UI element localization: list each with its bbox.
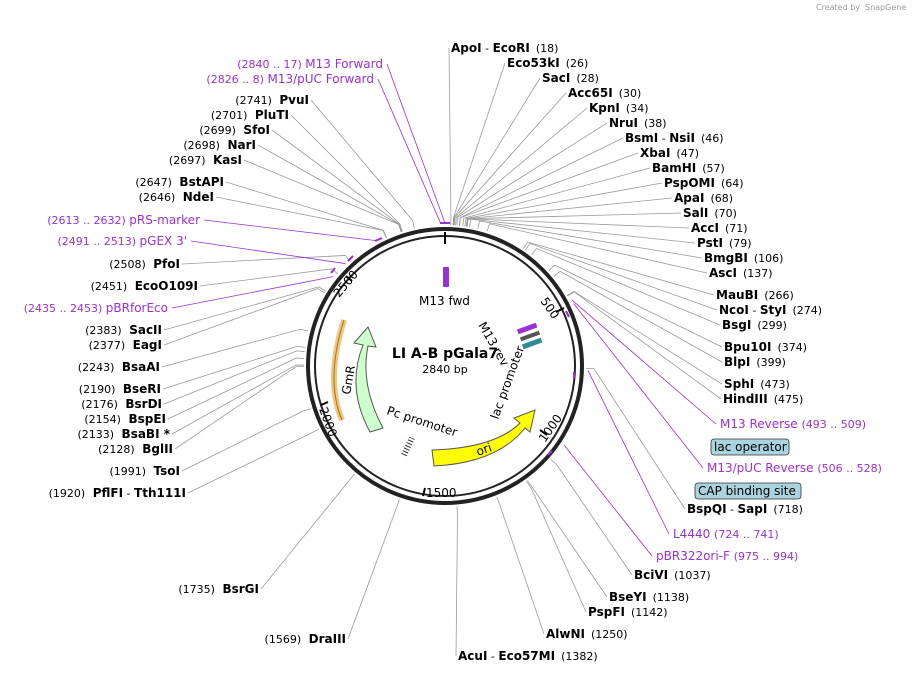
svg-text:lac operator: lac operator [714, 440, 787, 454]
enzyme-label-left[interactable]: (2697) KasI [169, 153, 242, 167]
cap-binding-site-box[interactable]: CAP binding site [694, 482, 802, 500]
enzyme-label-left[interactable]: (2176) BsrDI [81, 397, 162, 411]
enzyme-label-right[interactable]: Acc65I(30) [568, 86, 641, 100]
m13-fwd-feature[interactable] [443, 267, 449, 287]
primer-label[interactable]: M13/pUC Reverse (506 .. 528) [707, 461, 882, 475]
enzyme-label-left[interactable]: (2508) PfoI [109, 257, 180, 271]
enzyme-label-right[interactable]: AscI(137) [709, 266, 773, 280]
enzyme-leader-lines [161, 47, 723, 657]
enzyme-label-right[interactable]: PspFI(1142) [588, 605, 668, 619]
ori-label: ori [474, 440, 493, 458]
scale-ticks [320, 275, 565, 497]
enzyme-label-left[interactable]: (2377) EagI [89, 338, 162, 352]
m13-fwd-label: M13 fwd [419, 294, 470, 308]
enzyme-label-left[interactable]: (2383) SacII [85, 323, 162, 337]
enzyme-label-right[interactable]: NruI(38) [609, 116, 667, 130]
credit-text: Created by [816, 3, 860, 12]
plasmid-length: 2840 bp [422, 363, 467, 376]
enzyme-label-right[interactable]: AccI(71) [691, 221, 748, 235]
enzyme-label-right[interactable]: PstI(79) [697, 236, 752, 250]
lac-operator-box[interactable]: lac operator [710, 438, 790, 456]
enzyme-label-right[interactable]: XbaI(47) [640, 146, 699, 160]
enzyme-label-left[interactable]: (2647) BstAPI [135, 175, 224, 189]
enzyme-labels: ApoI - EcoRI(18)Eco53kI(26)SacI(28)Acc65… [24, 41, 882, 663]
enzyme-label-right[interactable]: ApoI - EcoRI(18) [451, 41, 558, 55]
gmr-label: GmR [339, 364, 358, 395]
enzyme-label-left[interactable]: (2190) BseRI [79, 382, 161, 396]
ori-feature[interactable] [431, 409, 536, 467]
tick-label-500: 500 [538, 295, 563, 322]
enzyme-label-right[interactable]: ApaI(68) [674, 191, 733, 205]
primer-label[interactable]: L4440 (724 .. 741) [673, 527, 779, 541]
pc-promoter-label: Pc promoter [385, 404, 459, 440]
enzyme-label-left[interactable]: (2701) PluTI [211, 108, 289, 122]
primer-label[interactable]: (2491 .. 2513) pGEX 3' [57, 234, 187, 248]
enzyme-label-left[interactable]: (2243) BsaAI [78, 360, 160, 374]
enzyme-label-right[interactable]: PspOMI(64) [664, 176, 744, 190]
enzyme-label-left[interactable]: (2128) BglII [98, 442, 173, 456]
primer-label[interactable]: (2435 .. 2453) pBRforEco [24, 301, 168, 315]
enzyme-label-right[interactable]: BsmI - NsiI(46) [625, 131, 724, 145]
enzyme-label-right[interactable]: SacI(28) [542, 71, 599, 85]
enzyme-label-left[interactable]: (2741) PvuI [235, 93, 309, 107]
primer-marks [330, 222, 575, 456]
enzyme-label-right[interactable]: BseYI(1138) [609, 590, 689, 604]
enzyme-label-right[interactable]: BamHI(57) [652, 161, 725, 175]
enzyme-label-left[interactable]: (1920) PflFI - Tth111I [49, 486, 186, 500]
plasmid-title: LI A-B pGala7 [392, 346, 498, 362]
tick-label-1500: 1500 [426, 486, 457, 500]
enzyme-label-left[interactable]: (1991) TsoI [109, 464, 180, 478]
enzyme-label-right[interactable]: BsgI(299) [722, 318, 787, 332]
enzyme-label-left[interactable]: (1735) BsrGI [178, 582, 259, 596]
enzyme-label-right[interactable]: BmgBI(106) [704, 251, 783, 265]
enzyme-label-left[interactable]: (2646) NdeI [139, 190, 214, 204]
enzyme-label-left[interactable]: (2154) BspEI [84, 412, 166, 426]
enzyme-label-left[interactable]: (2451) EcoO109I [91, 279, 198, 293]
primer-label[interactable]: pBR322ori-F (975 .. 994) [656, 549, 798, 563]
enzyme-label-right[interactable]: BlpI(399) [724, 355, 786, 369]
enzyme-label-right[interactable]: AcuI - Eco57MI(1382) [458, 649, 598, 663]
primer-label[interactable]: (2613 .. 2632) pRS-marker [47, 213, 200, 227]
svg-text:CAP binding site: CAP binding site [698, 484, 796, 498]
enzyme-label-left[interactable]: (1569) DraIII [265, 632, 346, 646]
enzyme-label-right[interactable]: Bpu10I(374) [724, 340, 807, 354]
enzyme-label-right[interactable]: KpnI(34) [589, 101, 649, 115]
primer-label[interactable]: (2826 .. 8) M13/pUC Forward [206, 72, 374, 86]
brand-text: SnapGene [865, 3, 906, 12]
enzyme-label-right[interactable]: HindIII(475) [723, 392, 803, 406]
lac-features[interactable] [516, 322, 543, 350]
enzyme-label-left[interactable]: (2133) BsaBI * [77, 427, 170, 441]
enzyme-label-left[interactable]: (2698) NarI [183, 138, 256, 152]
enzyme-label-right[interactable]: SalI(70) [683, 206, 737, 220]
gmr-feature[interactable] [353, 326, 384, 433]
pc-promoter-feature[interactable] [401, 436, 415, 457]
enzyme-label-right[interactable]: AlwNI(1250) [546, 627, 628, 641]
enzyme-label-left[interactable]: (2699) SfoI [199, 123, 270, 137]
primer-label[interactable]: (2840 .. 17) M13 Forward [237, 57, 383, 71]
backbone-outer [306, 227, 584, 505]
enzyme-label-right[interactable]: MauBI(266) [716, 288, 794, 302]
enzyme-label-right[interactable]: Eco53kI(26) [507, 56, 588, 70]
enzyme-label-right[interactable]: NcoI - StyI(274) [719, 303, 822, 317]
primer-label[interactable]: M13 Reverse (493 .. 509) [720, 417, 866, 431]
enzyme-label-right[interactable]: BspQI - SapI(718) [687, 502, 803, 516]
enzyme-label-right[interactable]: SphI(473) [724, 377, 790, 391]
enzyme-label-right[interactable]: BciVI(1037) [634, 568, 711, 582]
